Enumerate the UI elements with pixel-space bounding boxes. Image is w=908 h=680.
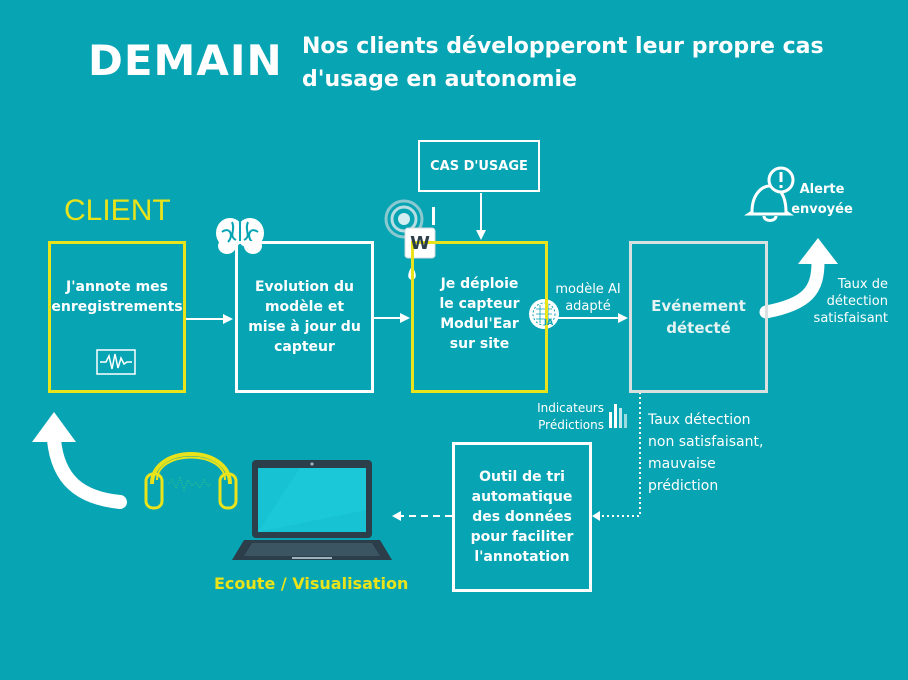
bar-chart-icon	[609, 404, 627, 428]
node-sorting-tool-text: Outil de tri automatique des données pou…	[470, 469, 574, 565]
headphones-icon	[144, 452, 238, 510]
ai-chip-icon	[529, 299, 559, 329]
label-indicators: Indicateurs Prédictions	[537, 401, 604, 432]
client-label: CLIENT	[64, 194, 171, 227]
node-evolution: Evolution du modèle et mise à jour du ca…	[235, 241, 374, 393]
node-event: Evénement détecté	[629, 241, 768, 393]
node-use-case-text: CAS D'USAGE	[430, 158, 528, 174]
arrow-sorting-to-listen-head	[392, 511, 401, 521]
page-title: DEMAIN	[88, 36, 283, 85]
label-rate-not-satisfying: Taux détection non satisfaisant, mauvais…	[648, 412, 764, 494]
laptop-icon	[232, 460, 392, 560]
alert-label: Alerte envoyée	[791, 182, 853, 217]
node-annotate-text: J'annote mes enregistrements	[51, 279, 183, 315]
label-rate-satisfying: Taux de détection satisfaisant	[813, 277, 888, 326]
arrow-listen-to-annotate	[47, 433, 127, 509]
node-deploy: Je déploie le capteur Modul'Ear sur site	[411, 241, 548, 393]
arrow-event-to-alert	[759, 255, 825, 319]
arrow-listen-to-annotate-head	[32, 412, 76, 442]
node-annotate: J'annote mes enregistrements	[48, 241, 186, 393]
label-model-adapted: modèle AI adapté	[555, 282, 621, 314]
arrow-event-to-sorting-head	[592, 511, 600, 521]
waveform-icon	[96, 349, 136, 375]
arrow-event-to-sorting	[594, 392, 641, 517]
node-evolution-text: Evolution du modèle et mise à jour du ca…	[248, 279, 361, 355]
listen-label: Ecoute / Visualisation	[214, 574, 409, 593]
node-deploy-text: Je déploie le capteur Modul'Ear sur site	[439, 276, 520, 352]
node-sorting-tool: Outil de tri automatique des données pou…	[452, 442, 592, 592]
node-use-case: CAS D'USAGE	[418, 140, 540, 192]
page-subtitle: Nos clients développeront leur propre ca…	[302, 34, 824, 92]
bell-alert-icon	[744, 166, 795, 222]
ia-badge: IA	[544, 318, 554, 327]
arrow-event-to-alert-head	[798, 238, 838, 264]
node-event-text: Evénement détecté	[651, 297, 746, 337]
sensor-badge: W	[410, 232, 430, 254]
